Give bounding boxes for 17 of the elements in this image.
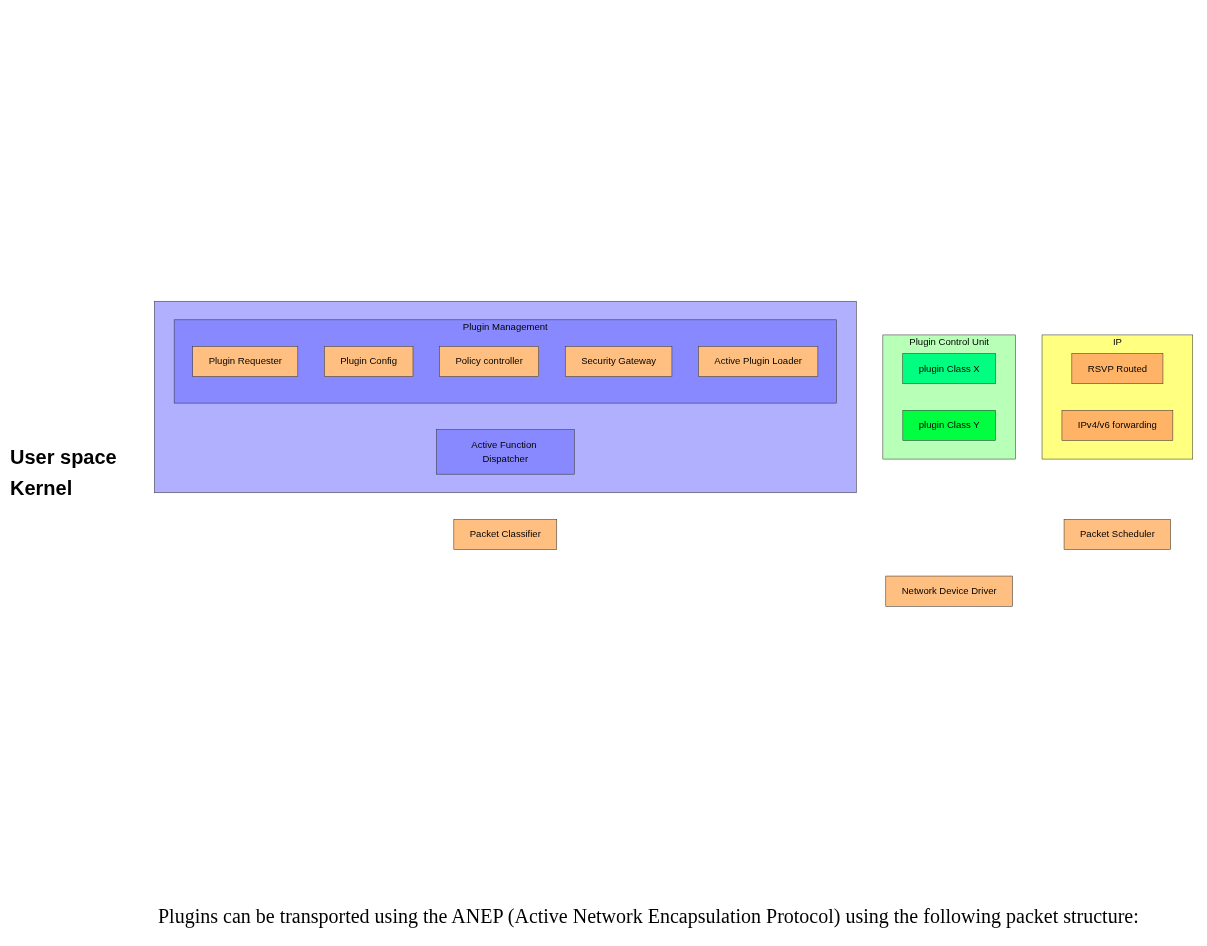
node-box: Plugin Config [324, 345, 414, 377]
node-box: Plugin Requester [192, 345, 299, 377]
node-box: Security Gateway [565, 345, 673, 377]
node-box: Packet Scheduler [1063, 518, 1171, 550]
node-box: Packet Classifier [453, 518, 558, 550]
caption: Plugins can be transported using the ANEP (Active Network Encapsulation Protocol) using the following packet structure: [157, 904, 1140, 930]
node-box: plugin Class X [902, 352, 996, 384]
node-box: RSVP Routed [1071, 352, 1164, 384]
node-box: Network Device Driver [885, 575, 1013, 607]
node-box: IPv4/v6 forwarding [1061, 409, 1174, 441]
cluster [154, 300, 857, 493]
node-box: Active Function Dispatcher [436, 429, 575, 475]
node-box: plugin Class Y [902, 409, 996, 441]
node-box: Policy controller [439, 345, 539, 377]
node-box: Active Plugin Loader [698, 345, 819, 377]
region-label: User space [10, 446, 118, 469]
region-label: Kernel [10, 477, 74, 500]
